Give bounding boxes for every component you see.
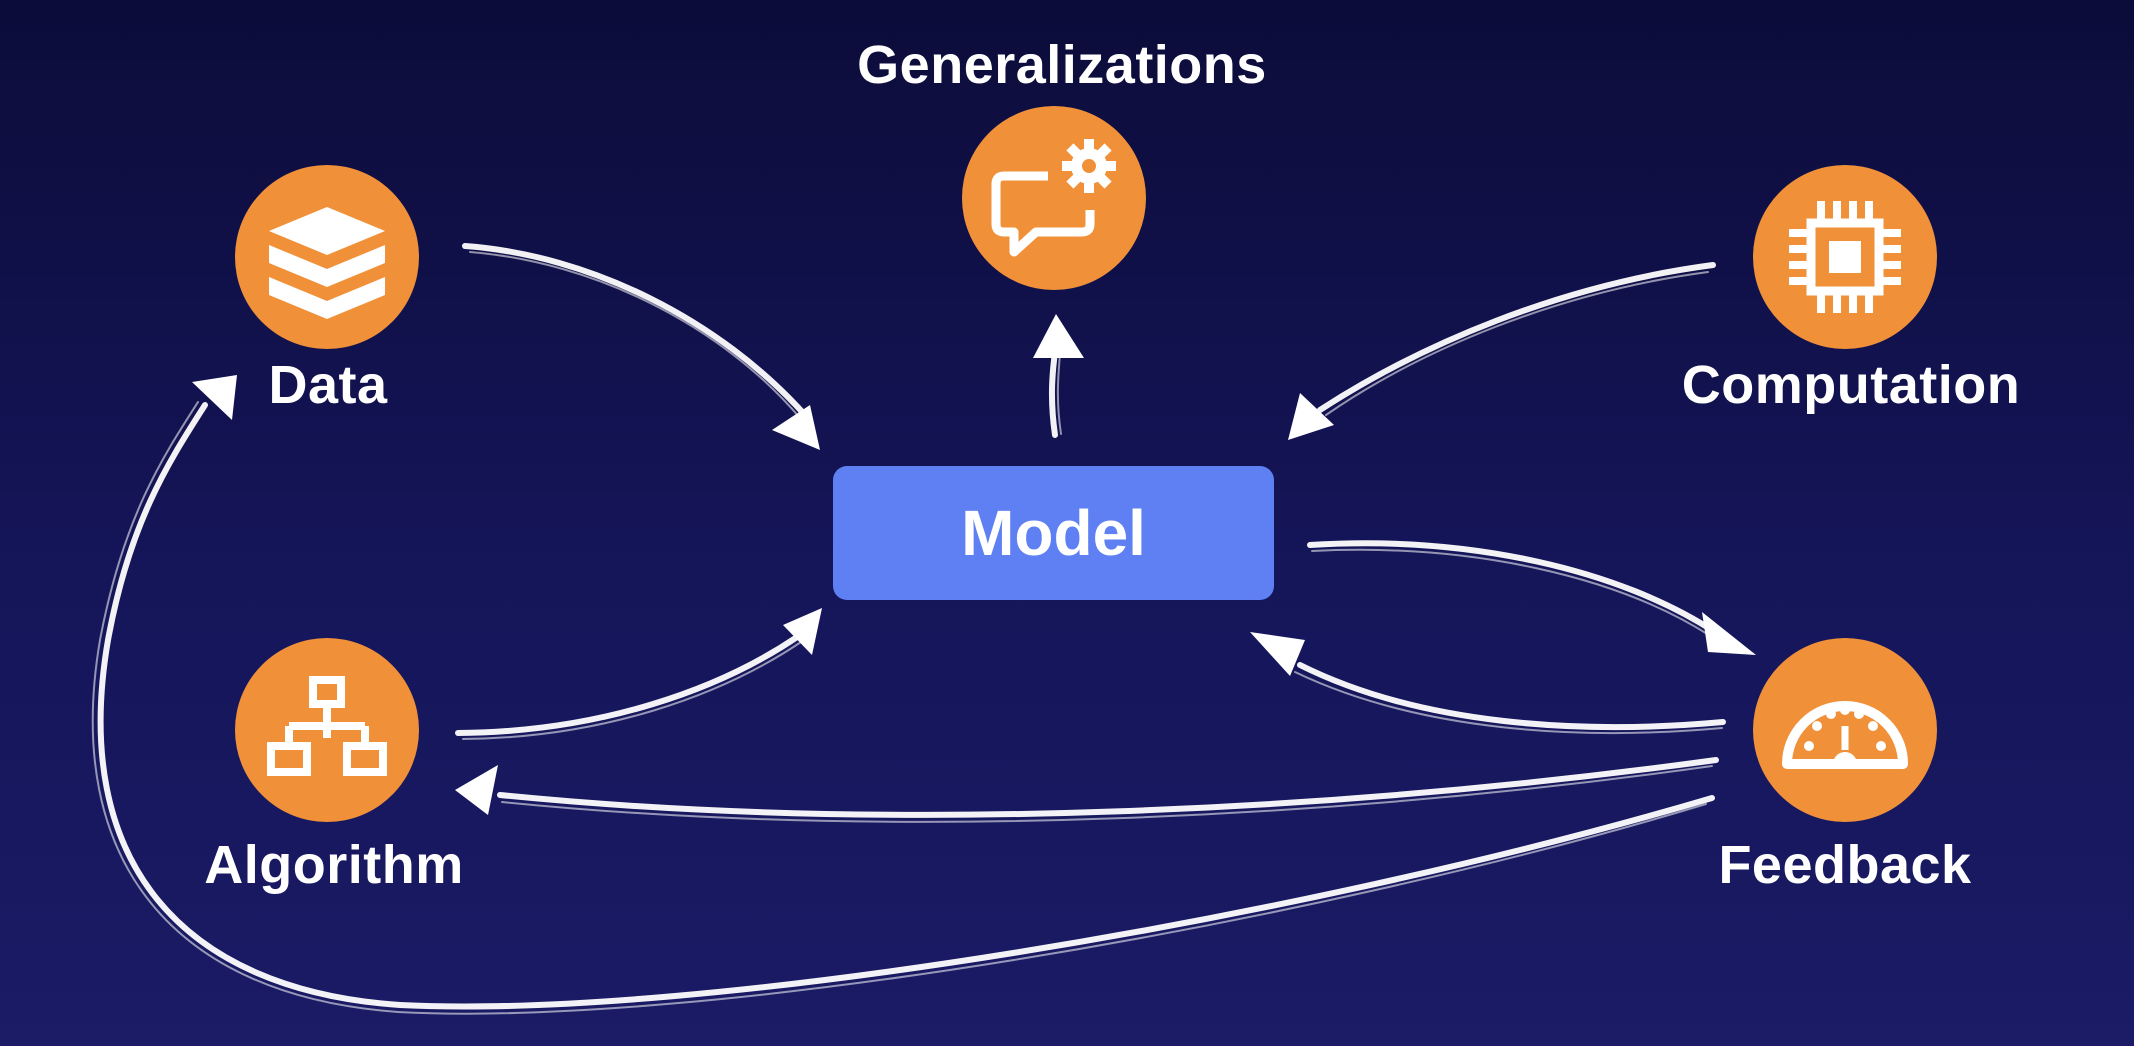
feedback-node (1753, 638, 1937, 822)
flowchart-icon (267, 676, 387, 776)
gauge-icon (1782, 701, 1908, 769)
generalizations-label: Generalizations (857, 35, 1267, 95)
algorithm-node (235, 638, 419, 822)
model-box: Model (833, 466, 1274, 600)
chat-gear-icon (991, 139, 1116, 257)
arrow-feedback-to-model (1250, 632, 1726, 734)
arrow-feedback-to-algorithm (455, 757, 1719, 823)
arrow-data-to-model (462, 243, 820, 450)
arrow-model-to-generalizations (1033, 314, 1084, 438)
computation-node (1753, 165, 1937, 349)
data-node (235, 165, 419, 349)
data-label: Data (268, 355, 388, 415)
arrow-feedback-to-data (91, 375, 1715, 1015)
layers-stack-icon (269, 207, 385, 319)
arrow-model-to-feedback (1307, 540, 1756, 655)
arrow-computation-to-model (1288, 262, 1716, 440)
cpu-chip-icon (1789, 201, 1901, 313)
feedback-label: Feedback (1718, 835, 1972, 895)
arrow-algorithm-to-model (455, 608, 822, 740)
computation-label: Computation (1681, 355, 2021, 415)
model-label: Model (961, 497, 1146, 569)
generalizations-node (962, 106, 1146, 290)
algorithm-label: Algorithm (204, 835, 464, 895)
